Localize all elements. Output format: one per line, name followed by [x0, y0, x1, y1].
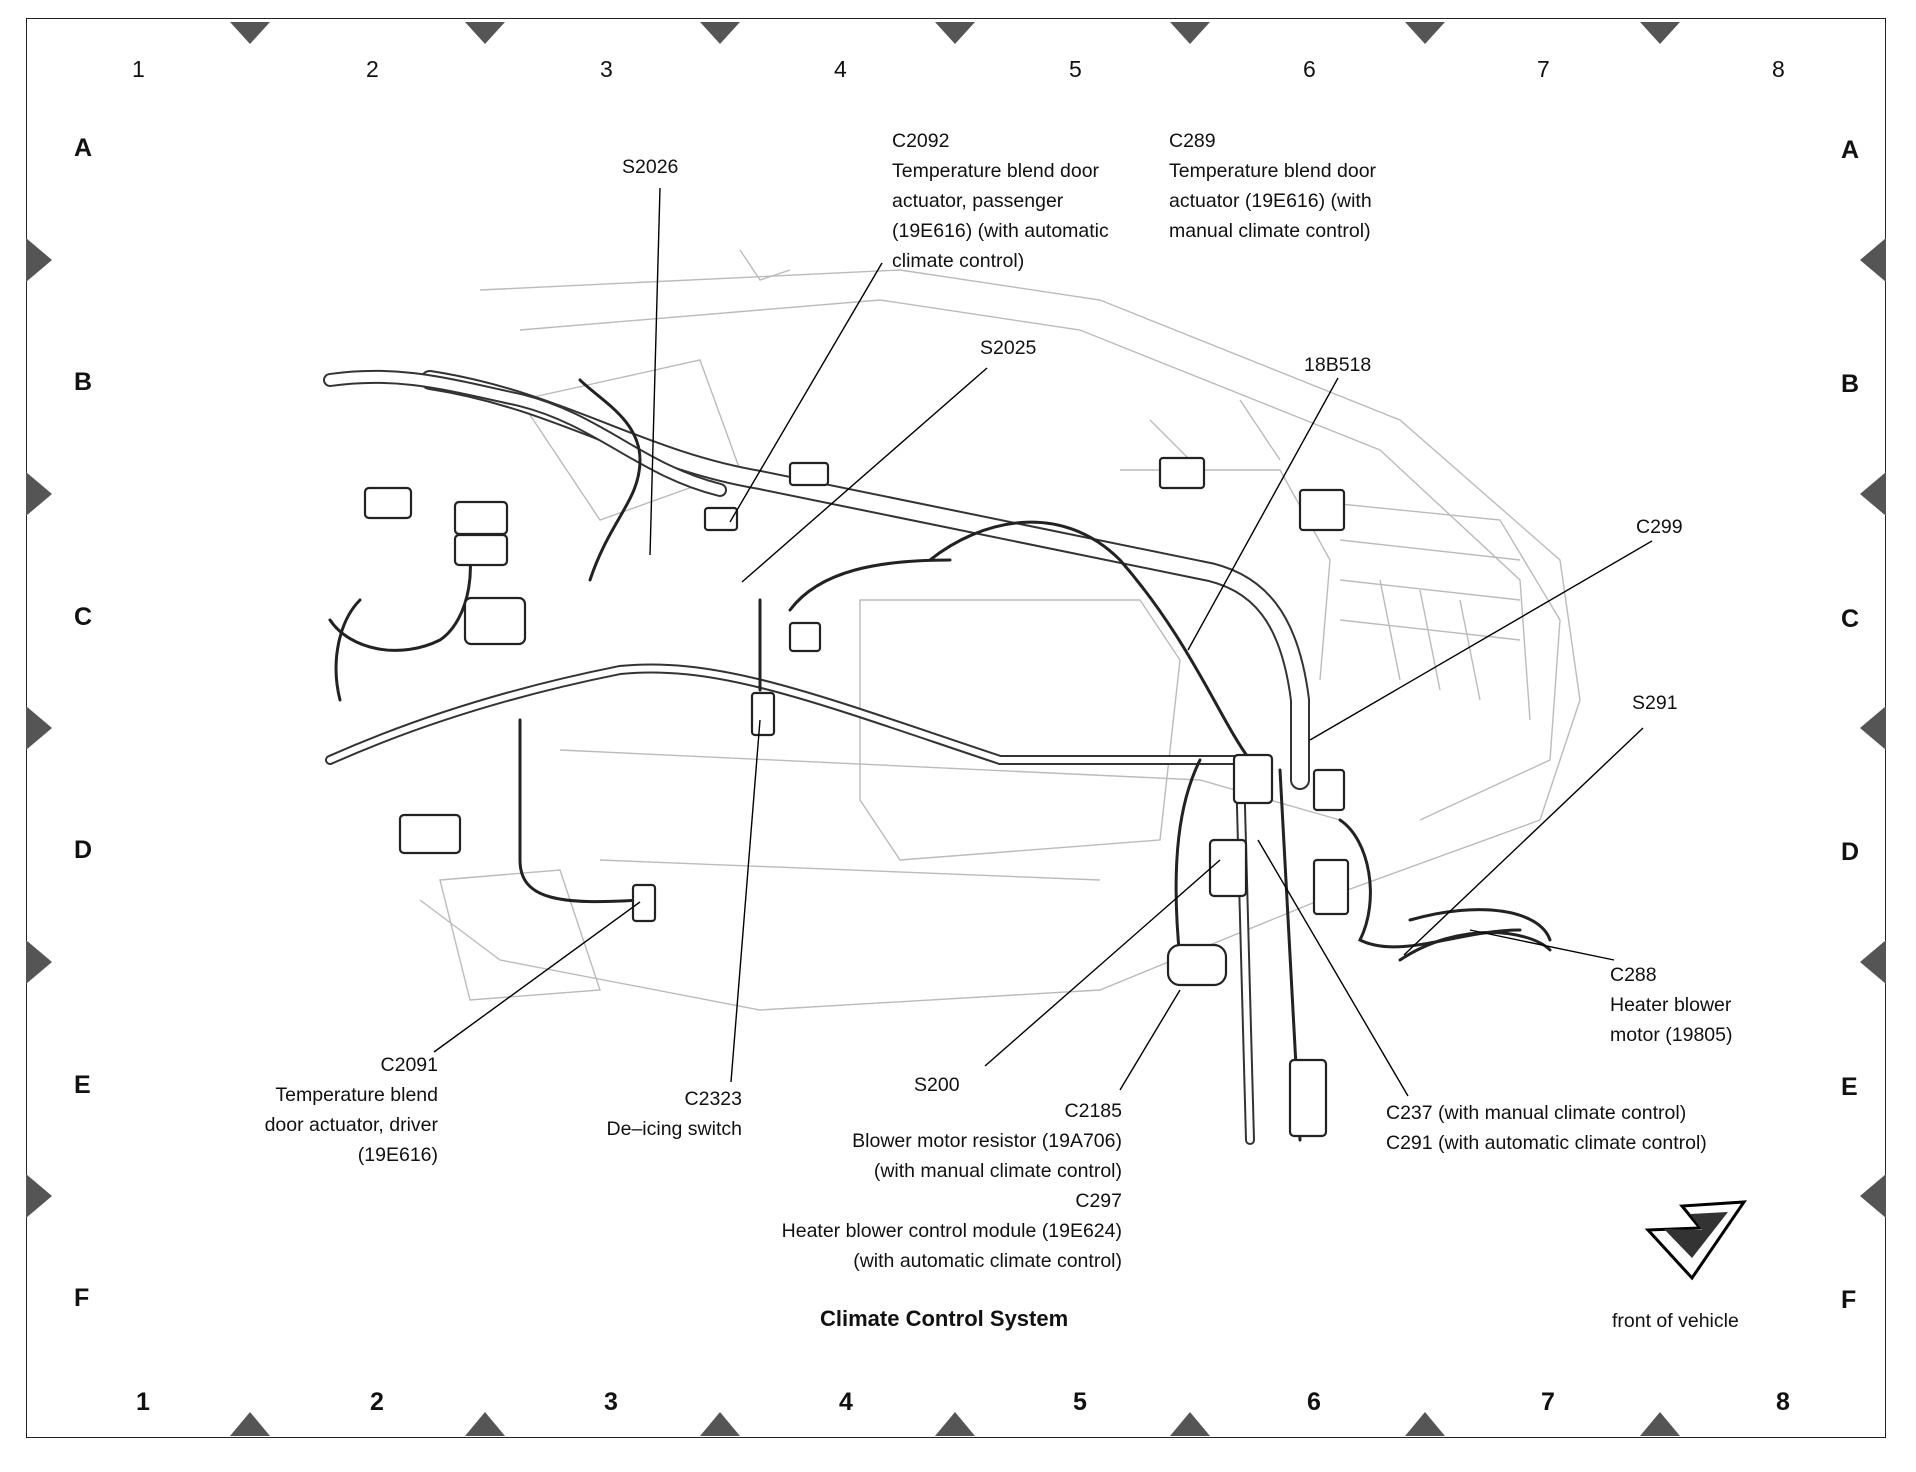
label-s291: S291 — [1632, 692, 1678, 714]
grid-row-right-a: A — [1841, 136, 1860, 164]
grid-col-bottom-5: 5 — [1073, 1388, 1087, 1416]
diagram-title: Climate Control System — [820, 1306, 1069, 1331]
grid-col-top-2: 2 — [366, 56, 379, 82]
grid-row-left-b: B — [74, 368, 93, 396]
grid-col-top-1: 1 — [132, 56, 145, 82]
label-c2091: C2091 Temperature blend door actuator, d… — [264, 1054, 438, 1166]
grid-row-left-a: A — [74, 134, 93, 162]
label-c2323: C2323 De–icing switch — [606, 1088, 742, 1140]
grid-row-right-b: B — [1841, 370, 1860, 398]
label-18b518: 18B518 — [1304, 354, 1372, 376]
grid-row-left-e: E — [74, 1071, 91, 1099]
grid-col-top-5: 5 — [1069, 56, 1082, 82]
grid-col-bottom-2: 2 — [370, 1388, 384, 1416]
label-c237-c291: C237 (with manual climate control) C291 … — [1386, 1102, 1707, 1154]
front-of-vehicle-arrow-icon — [1644, 1200, 1747, 1281]
grid-row-right-c: C — [1841, 605, 1860, 633]
grid-row-left-f: F — [74, 1284, 90, 1312]
grid-col-bottom-7: 7 — [1541, 1388, 1555, 1416]
grid-col-top-7: 7 — [1537, 56, 1550, 82]
grid-row-right-f: F — [1841, 1286, 1857, 1314]
label-c2092: C2092 Temperature blend door actuator, p… — [892, 130, 1109, 272]
grid-row-left-d: D — [74, 836, 93, 864]
grid-row-left-c: C — [74, 603, 93, 631]
label-s2026: S2026 — [622, 156, 679, 178]
grid-col-top-6: 6 — [1303, 56, 1316, 82]
label-s2025: S2025 — [980, 337, 1037, 359]
front-of-vehicle-label: front of vehicle — [1612, 1310, 1739, 1332]
grid-col-top-4: 4 — [834, 56, 847, 82]
label-s200: S200 — [914, 1074, 960, 1096]
label-c299: C299 — [1636, 516, 1683, 538]
grid-col-bottom-6: 6 — [1307, 1388, 1321, 1416]
grid-row-right-e: E — [1841, 1073, 1858, 1101]
grid-col-top-8: 8 — [1772, 56, 1785, 82]
grid-col-bottom-4: 4 — [839, 1388, 853, 1416]
label-c2185-c297: C2185 Blower motor resistor (19A706) (wi… — [781, 1100, 1122, 1272]
label-c288: C288 Heater blower motor (19805) — [1610, 964, 1733, 1046]
label-c289: C289 Temperature blend door actuator (19… — [1169, 130, 1377, 242]
grid-col-bottom-3: 3 — [604, 1388, 618, 1416]
grid-col-bottom-1: 1 — [136, 1388, 150, 1416]
grid-col-top-3: 3 — [600, 56, 613, 82]
grid-row-right-d: D — [1841, 838, 1860, 866]
grid-col-bottom-8: 8 — [1776, 1388, 1790, 1416]
